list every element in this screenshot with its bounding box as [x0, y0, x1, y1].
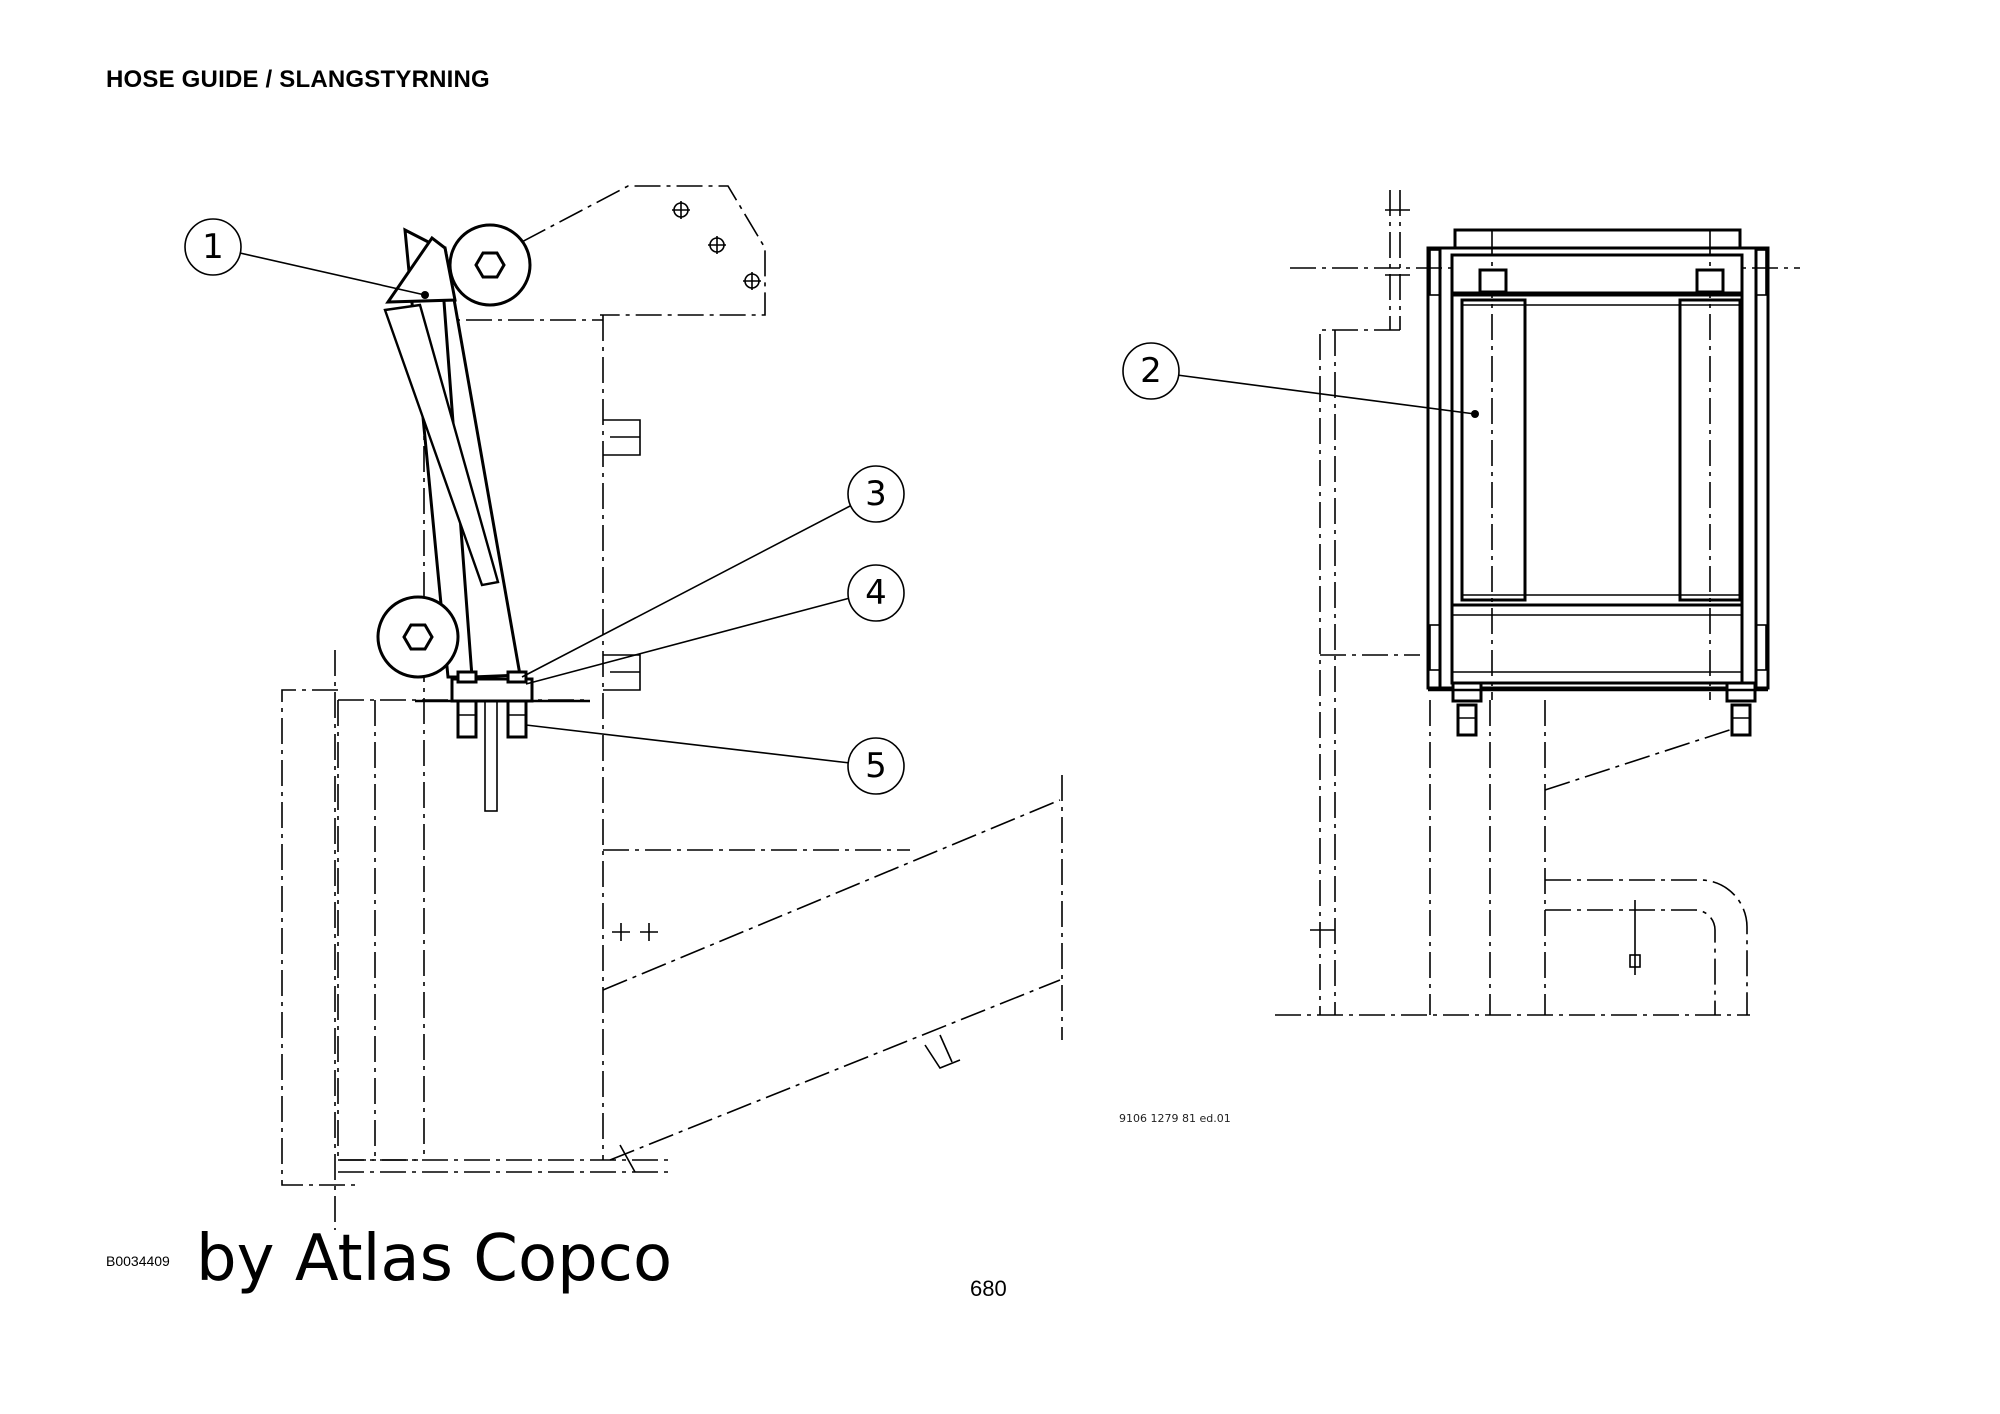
callout-1: 1: [184, 218, 429, 299]
callout-5-label: 5: [865, 746, 887, 786]
callout-4-label: 4: [865, 573, 887, 613]
page-title: HOSE GUIDE / SLANGSTYRNING: [106, 66, 490, 93]
document-id: B0034409: [106, 1253, 170, 1269]
callout-4: 4: [525, 564, 905, 685]
callout-2: 2: [1122, 342, 1479, 418]
page-number: 680: [970, 1276, 1007, 1301]
brand-text: by Atlas Copco: [196, 1222, 673, 1296]
drawing-number: 9106 1279 81 ed.01: [1119, 1112, 1231, 1125]
front-view: [1275, 190, 1800, 1016]
callout-3-label: 3: [865, 474, 887, 514]
callout-5: 5: [525, 724, 905, 795]
callout-2-label: 2: [1140, 351, 1162, 391]
callout-3: 3: [521, 465, 905, 678]
callout-1-label: 1: [202, 227, 224, 267]
side-view: [281, 185, 1063, 1230]
